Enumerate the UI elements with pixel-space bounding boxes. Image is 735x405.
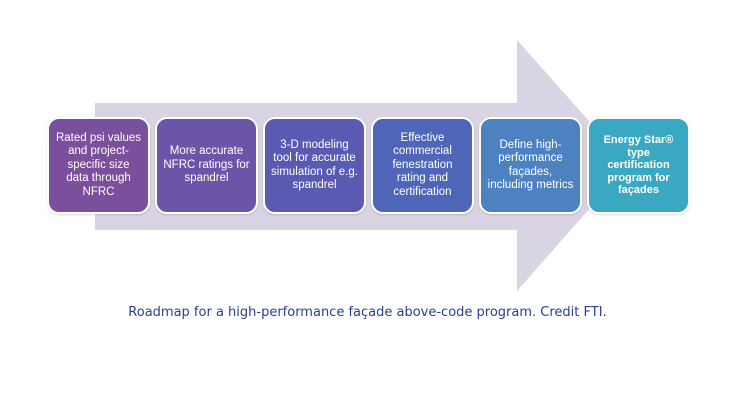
- roadmap-step-4: Effective commercial fenestration rating…: [371, 117, 474, 214]
- figure-caption: Roadmap for a high-performance façade ab…: [128, 305, 607, 320]
- roadmap-step-1: Rated psi values and project-specific si…: [47, 117, 150, 214]
- step-label: 3-D modeling tool for accurate simulatio…: [271, 138, 358, 192]
- step-label: Effective commercial fenestration rating…: [392, 131, 453, 198]
- roadmap-step-5: Define high-performance façades, includi…: [479, 117, 582, 214]
- step-label: Define high-performance façades, includi…: [487, 138, 574, 192]
- roadmap-step-3: 3-D modeling tool for accurate simulatio…: [263, 117, 366, 214]
- step-label: Energy Star® type certification program …: [603, 134, 674, 197]
- roadmap-step-2: More accurate NFRC ratings for spandrel: [155, 117, 258, 214]
- step-label: More accurate NFRC ratings for spandrel: [163, 145, 250, 185]
- step-label: Rated psi values and project-specific si…: [55, 131, 142, 198]
- roadmap-step-6: Energy Star® type certification program …: [587, 117, 690, 214]
